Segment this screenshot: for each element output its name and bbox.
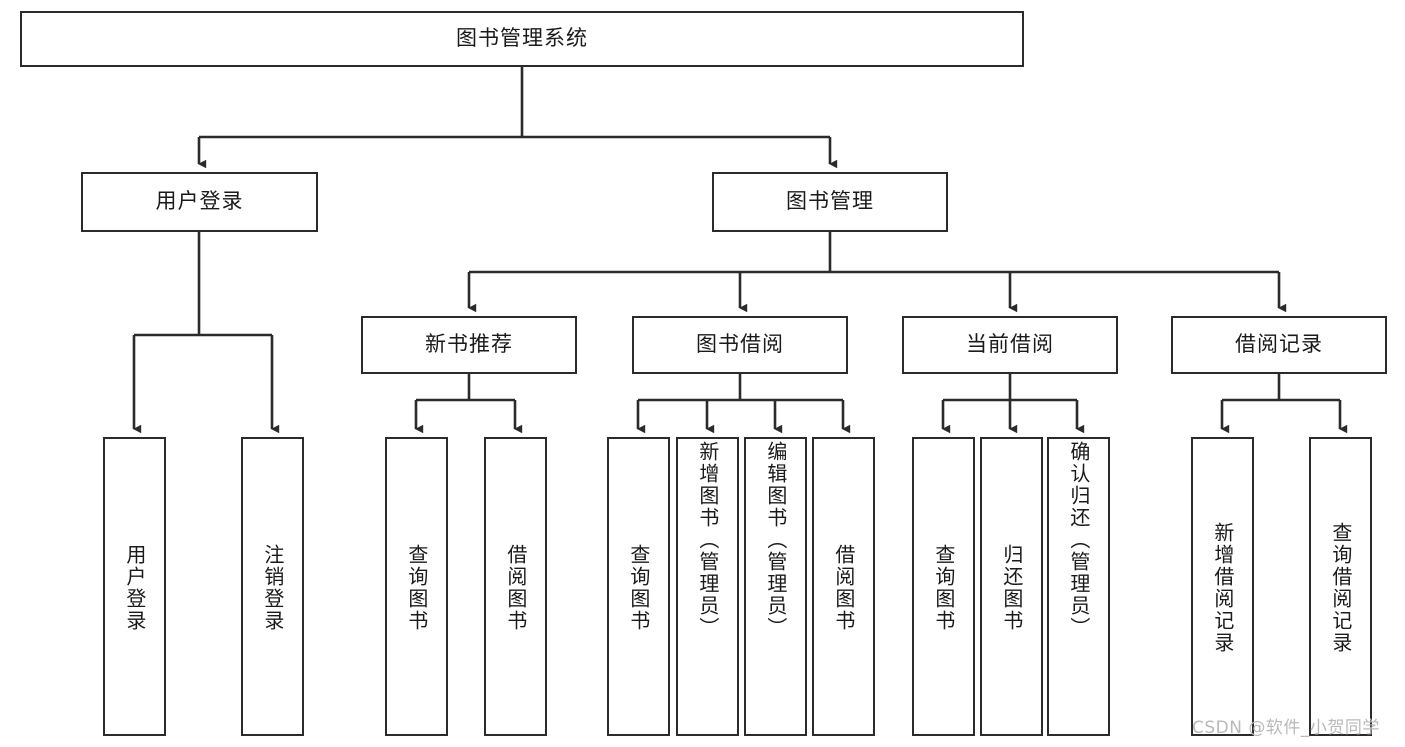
node-leaf-add-record-label: 新增借阅记录 [1210,521,1235,654]
node-book-borrow[interactable]: 图书借阅 [632,316,848,374]
node-borrow-record-label: 借阅记录 [1235,332,1323,357]
node-leaf-query-record-label: 查询借阅记录 [1328,521,1353,654]
node-leaf-add-book[interactable]: 新增图书（管理员） [676,437,739,736]
node-leaf-query-record[interactable]: 查询借阅记录 [1309,437,1372,736]
node-root-label: 图书管理系统 [456,26,588,51]
node-leaf-return-book-label: 归还图书 [999,543,1024,632]
node-leaf-confirm-return[interactable]: 确认归还（管理员） [1047,437,1110,736]
node-new-book-rec[interactable]: 新书推荐 [361,316,577,374]
watermark-text: CSDN @软件_小贺同学 [1192,718,1380,738]
node-current-borrow-label: 当前借阅 [966,332,1054,357]
node-leaf-return-book[interactable]: 归还图书 [980,437,1043,736]
node-borrow-record[interactable]: 借阅记录 [1171,316,1387,374]
node-user-login[interactable]: 用户登录 [81,172,318,232]
node-user-login-label: 用户登录 [155,189,244,214]
node-leaf-confirm-return-label: 确认归还（管理员） [1066,441,1091,639]
node-leaf-query-book-1[interactable]: 查询图书 [385,437,448,736]
node-leaf-query-book-3[interactable]: 查询图书 [912,437,975,736]
node-leaf-query-book-2[interactable]: 查询图书 [607,437,670,736]
node-book-borrow-label: 图书借阅 [696,332,784,357]
node-leaf-borrow-book-2[interactable]: 借阅图书 [812,437,875,736]
node-leaf-edit-book-label: 编辑图书（管理员） [763,441,788,639]
node-leaf-add-book-label: 新增图书（管理员） [695,441,720,639]
node-current-borrow[interactable]: 当前借阅 [902,316,1118,374]
node-leaf-logout[interactable]: 注销登录 [241,437,304,736]
node-leaf-user-login[interactable]: 用户登录 [103,437,166,736]
node-root[interactable]: 图书管理系统 [20,11,1024,67]
node-leaf-query-book-1-label: 查询图书 [404,543,429,632]
node-leaf-borrow-book-1[interactable]: 借阅图书 [484,437,547,736]
node-book-manage-label: 图书管理 [786,189,874,214]
node-leaf-logout-label: 注销登录 [260,543,285,632]
node-leaf-borrow-book-2-label: 借阅图书 [831,543,856,632]
node-book-manage[interactable]: 图书管理 [712,172,948,232]
node-leaf-edit-book[interactable]: 编辑图书（管理员） [744,437,807,736]
node-leaf-query-book-2-label: 查询图书 [626,543,651,632]
node-leaf-borrow-book-1-label: 借阅图书 [503,543,528,632]
node-leaf-query-book-3-label: 查询图书 [931,543,956,632]
node-leaf-add-record[interactable]: 新增借阅记录 [1191,437,1254,736]
node-leaf-user-login-label: 用户登录 [122,543,147,632]
node-new-book-rec-label: 新书推荐 [425,332,513,357]
